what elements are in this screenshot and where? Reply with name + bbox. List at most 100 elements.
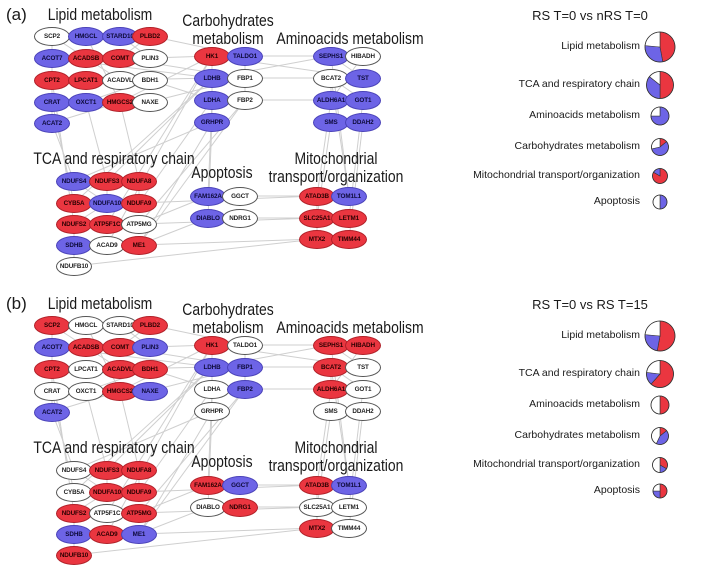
gene-node-stard10[interactable]: STARD10 <box>102 315 138 335</box>
gene-node-acot7[interactable]: ACOT7 <box>34 48 70 68</box>
gene-node-crat[interactable]: CRAT <box>34 92 70 112</box>
gene-node-lpcat1[interactable]: LPCAT1 <box>68 70 104 90</box>
gene-node-ndufs3[interactable]: NDUFS3 <box>89 460 125 480</box>
gene-node-acat2[interactable]: ACAT2 <box>34 113 70 133</box>
gene-node-ndrg1[interactable]: NDRG1 <box>222 497 258 517</box>
gene-node-plbd2[interactable]: PLBD2 <box>132 315 168 335</box>
gene-node-fbp1[interactable]: FBP1 <box>227 68 263 88</box>
gene-node-ndufs2[interactable]: NDUFS2 <box>56 503 92 523</box>
gene-node-taldo1[interactable]: TALDO1 <box>227 46 263 66</box>
gene-node-fam162a[interactable]: FAM162A <box>190 475 226 495</box>
gene-node-me1[interactable]: ME1 <box>121 524 157 544</box>
gene-node-acadvl[interactable]: ACADVL <box>102 359 138 379</box>
gene-node-aldh6a1[interactable]: ALDH6A1 <box>313 90 349 110</box>
gene-node-mtx2[interactable]: MTX2 <box>299 518 335 538</box>
gene-node-plin3[interactable]: PLIN3 <box>132 48 168 68</box>
gene-node-acadsb[interactable]: ACADSB <box>68 337 104 357</box>
gene-node-grhpr[interactable]: GRHPR <box>194 112 230 132</box>
gene-node-atad3b[interactable]: ATAD3B <box>299 475 335 495</box>
gene-node-taldo1[interactable]: TALDO1 <box>227 335 263 355</box>
gene-node-ndufa10[interactable]: NDUFA10 <box>89 193 125 213</box>
gene-node-crat[interactable]: CRAT <box>34 381 70 401</box>
gene-node-hmgcl[interactable]: HMGCL <box>68 26 104 46</box>
gene-node-ndrg1[interactable]: NDRG1 <box>222 208 258 228</box>
gene-node-hibadh[interactable]: HIBADH <box>345 335 381 355</box>
gene-node-aldh6a1[interactable]: ALDH6A1 <box>313 379 349 399</box>
gene-node-ldha[interactable]: LDHA <box>194 379 230 399</box>
gene-node-ndufb10[interactable]: NDUFB10 <box>56 256 92 276</box>
gene-node-ndufa9[interactable]: NDUFA9 <box>121 193 157 213</box>
gene-node-diablo[interactable]: DIABLO <box>190 497 226 517</box>
gene-node-ggct[interactable]: GGCT <box>222 475 258 495</box>
gene-node-plbd2[interactable]: PLBD2 <box>132 26 168 46</box>
gene-node-tst[interactable]: TST <box>345 68 381 88</box>
gene-node-ndufa8[interactable]: NDUFA8 <box>121 460 157 480</box>
gene-node-ldhb[interactable]: LDHB <box>194 357 230 377</box>
gene-node-ggct[interactable]: GGCT <box>222 186 258 206</box>
gene-node-tst[interactable]: TST <box>345 357 381 377</box>
gene-node-fbp2[interactable]: FBP2 <box>227 90 263 110</box>
gene-node-sms[interactable]: SMS <box>313 112 349 132</box>
gene-node-lpcat1[interactable]: LPCAT1 <box>68 359 104 379</box>
gene-node-atp5f1c[interactable]: ATP5F1C <box>89 503 125 523</box>
gene-node-oxct1[interactable]: OXCT1 <box>68 92 104 112</box>
gene-node-ndufa8[interactable]: NDUFA8 <box>121 171 157 191</box>
gene-node-hibadh[interactable]: HIBADH <box>345 46 381 66</box>
gene-node-me1[interactable]: ME1 <box>121 235 157 255</box>
gene-node-naxe[interactable]: NAXE <box>132 92 168 112</box>
gene-node-ndufs4[interactable]: NDUFS4 <box>56 171 92 191</box>
gene-node-ndufs3[interactable]: NDUFS3 <box>89 171 125 191</box>
gene-node-scp2[interactable]: SCP2 <box>34 315 70 335</box>
gene-node-bdh1[interactable]: BDH1 <box>132 359 168 379</box>
gene-node-naxe[interactable]: NAXE <box>132 381 168 401</box>
gene-node-cpt2[interactable]: CPT2 <box>34 70 70 90</box>
gene-node-acot7[interactable]: ACOT7 <box>34 337 70 357</box>
gene-node-slc25a1[interactable]: SLC25A1 <box>299 208 335 228</box>
gene-node-grhpr[interactable]: GRHPR <box>194 401 230 421</box>
gene-node-acad9[interactable]: ACAD9 <box>89 524 125 544</box>
gene-node-tomm1l1[interactable]: TOM1L1 <box>331 475 367 495</box>
gene-node-ndufb10[interactable]: NDUFB10 <box>56 545 92 565</box>
gene-node-got1[interactable]: GOT1 <box>345 90 381 110</box>
gene-node-ndufs4[interactable]: NDUFS4 <box>56 460 92 480</box>
gene-node-plin3[interactable]: PLIN3 <box>132 337 168 357</box>
gene-node-slc25a1[interactable]: SLC25A1 <box>299 497 335 517</box>
gene-node-fam162a[interactable]: FAM162A <box>190 186 226 206</box>
gene-node-bcat2[interactable]: BCAT2 <box>313 357 349 377</box>
gene-node-ndufa10[interactable]: NDUFA10 <box>89 482 125 502</box>
gene-node-ddah2[interactable]: DDAH2 <box>345 401 381 421</box>
gene-node-comt[interactable]: COMT <box>102 337 138 357</box>
gene-node-hk1[interactable]: HK1 <box>194 46 230 66</box>
gene-node-cyb5a[interactable]: CYB5A <box>56 482 92 502</box>
gene-node-acat2[interactable]: ACAT2 <box>34 402 70 422</box>
gene-node-timm44[interactable]: TIMM44 <box>331 229 367 249</box>
gene-node-atp5mg[interactable]: ATP5MG <box>121 214 157 234</box>
gene-node-hmgcs2[interactable]: HMGCS2 <box>102 381 138 401</box>
gene-node-oxct1[interactable]: OXCT1 <box>68 381 104 401</box>
gene-node-sms[interactable]: SMS <box>313 401 349 421</box>
gene-node-sdhb[interactable]: SDHB <box>56 524 92 544</box>
gene-node-timm44[interactable]: TIMM44 <box>331 518 367 538</box>
gene-node-sephs1[interactable]: SEPHS1 <box>313 46 349 66</box>
gene-node-hk1[interactable]: HK1 <box>194 335 230 355</box>
gene-node-fbp1[interactable]: FBP1 <box>227 357 263 377</box>
gene-node-ddah2[interactable]: DDAH2 <box>345 112 381 132</box>
gene-node-mtx2[interactable]: MTX2 <box>299 229 335 249</box>
gene-node-atp5mg[interactable]: ATP5MG <box>121 503 157 523</box>
gene-node-atad3b[interactable]: ATAD3B <box>299 186 335 206</box>
gene-node-cyb5a[interactable]: CYB5A <box>56 193 92 213</box>
gene-node-ldhb[interactable]: LDHB <box>194 68 230 88</box>
gene-node-letm1[interactable]: LETM1 <box>331 208 367 228</box>
gene-node-bdh1[interactable]: BDH1 <box>132 70 168 90</box>
gene-node-fbp2[interactable]: FBP2 <box>227 379 263 399</box>
gene-node-tomm1l1[interactable]: TOM1L1 <box>331 186 367 206</box>
gene-node-cpt2[interactable]: CPT2 <box>34 359 70 379</box>
gene-node-sdhb[interactable]: SDHB <box>56 235 92 255</box>
gene-node-acad9[interactable]: ACAD9 <box>89 235 125 255</box>
gene-node-acadsb[interactable]: ACADSB <box>68 48 104 68</box>
gene-node-letm1[interactable]: LETM1 <box>331 497 367 517</box>
gene-node-ldha[interactable]: LDHA <box>194 90 230 110</box>
gene-node-bcat2[interactable]: BCAT2 <box>313 68 349 88</box>
gene-node-got1[interactable]: GOT1 <box>345 379 381 399</box>
gene-node-hmgcl[interactable]: HMGCL <box>68 315 104 335</box>
